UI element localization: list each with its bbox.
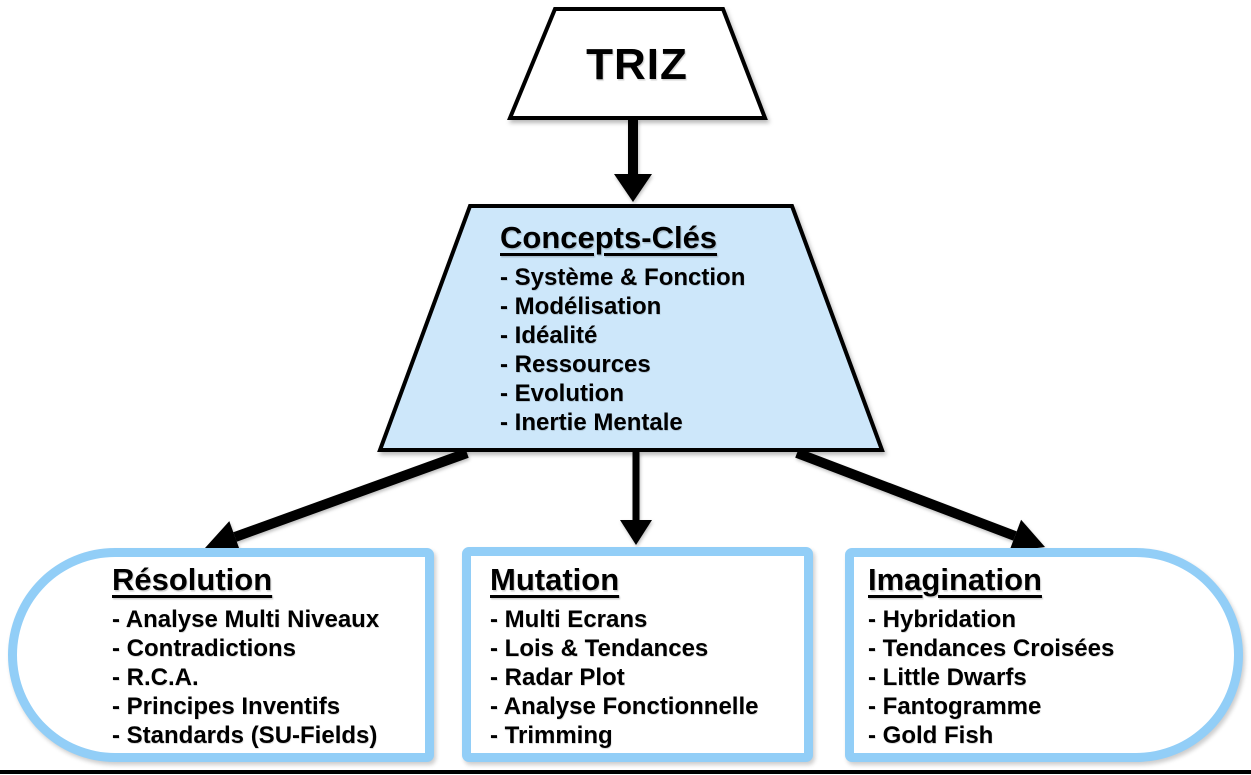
- concepts-trapezoid-shape: [377, 204, 885, 452]
- imagination-content: Imagination - Hybridation - Tendances Cr…: [868, 561, 1114, 750]
- concepts-item: - Idéalité: [500, 322, 598, 349]
- mutation-item: - Trimming: [490, 722, 613, 749]
- resolution-item: - Principes Inventifs: [112, 693, 341, 720]
- imagination-box: [845, 548, 1243, 762]
- concepts-item: - Evolution: [500, 380, 624, 407]
- mutation-item: - Radar Plot: [490, 664, 625, 691]
- resolution-content: Résolution - Analyse Multi Niveaux - Con…: [112, 561, 379, 750]
- resolution-item: - Analyse Multi Niveaux: [112, 606, 380, 633]
- arrow-triz-to-concepts: [614, 119, 652, 202]
- imagination-item: - Tendances Croisées: [868, 635, 1115, 662]
- concepts-title: Concepts-Clés: [500, 220, 718, 255]
- arrow-concepts-to-imagination: [795, 448, 1045, 552]
- resolution-item: - Standards (SU-Fields): [112, 722, 378, 749]
- imagination-item: - Little Dwarfs: [868, 664, 1027, 691]
- mutation-content: Mutation - Multi Ecrans - Lois & Tendanc…: [490, 561, 759, 750]
- bottom-divider-line: [0, 770, 1251, 774]
- arrow-concepts-to-resolution: [205, 448, 469, 554]
- imagination-item: - Gold Fish: [868, 722, 994, 749]
- mutation-item: - Lois & Tendances: [490, 635, 709, 662]
- triz-label: TRIZ: [586, 40, 688, 89]
- imagination-item: - Fantogramme: [868, 693, 1042, 720]
- mutation-item: - Multi Ecrans: [490, 606, 648, 633]
- imagination-item: - Hybridation: [868, 606, 1016, 633]
- concepts-item: - Ressources: [500, 351, 651, 378]
- resolution-item: - R.C.A.: [112, 664, 199, 691]
- resolution-item: - Contradictions: [112, 635, 296, 662]
- mutation-title: Mutation: [490, 562, 620, 597]
- mutation-box: [462, 547, 813, 762]
- concepts-content: Concepts-Clés - Système & Fonction - Mod…: [500, 219, 745, 437]
- resolution-title: Résolution: [112, 562, 273, 597]
- concepts-item: - Modélisation: [500, 293, 662, 320]
- arrow-concepts-to-mutation: [620, 452, 652, 545]
- resolution-box: [8, 548, 434, 762]
- concepts-item: - Inertie Mentale: [500, 409, 683, 436]
- concepts-item: - Système & Fonction: [500, 264, 746, 291]
- mutation-item: - Analyse Fonctionnelle: [490, 693, 759, 720]
- imagination-title: Imagination: [868, 562, 1042, 597]
- triz-trapezoid-shape: [507, 7, 768, 120]
